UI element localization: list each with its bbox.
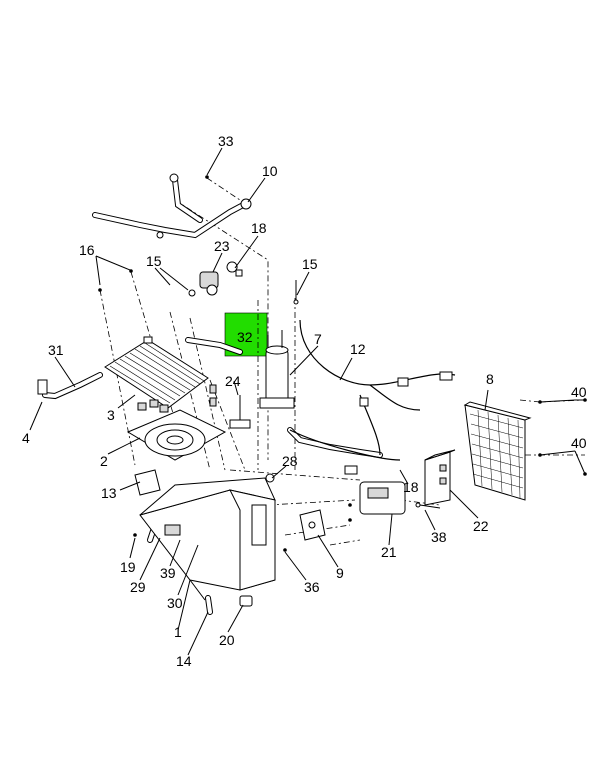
callout-32: 32 bbox=[237, 329, 253, 345]
part-2-blower bbox=[126, 399, 227, 461]
callout-40-bottom: 40 bbox=[571, 435, 587, 451]
leader-lines bbox=[29, 147, 586, 656]
callout-19: 19 bbox=[120, 559, 136, 575]
callout-24: 24 bbox=[225, 373, 241, 389]
callout-39: 39 bbox=[160, 565, 176, 581]
callout-9: 9 bbox=[336, 565, 344, 581]
part-1-housing bbox=[139, 477, 276, 601]
callout-33: 33 bbox=[218, 133, 234, 149]
part-8-grille bbox=[463, 401, 532, 501]
callout-22: 22 bbox=[473, 518, 489, 534]
callout-36: 36 bbox=[304, 579, 320, 595]
part-22-control-box bbox=[424, 449, 456, 506]
callout-12: 12 bbox=[350, 341, 366, 357]
callout-13: 13 bbox=[101, 485, 117, 501]
callout-10: 10 bbox=[262, 163, 278, 179]
callout-4: 4 bbox=[22, 430, 30, 446]
callout-29: 29 bbox=[130, 579, 146, 595]
part-38-bolt bbox=[415, 502, 441, 509]
part-23-valve bbox=[188, 271, 219, 297]
callout-3: 3 bbox=[107, 407, 115, 423]
callout-labels: 33 10 18 23 15 16 15 32 7 12 31 8 24 40 … bbox=[22, 133, 587, 669]
callout-30: 30 bbox=[167, 595, 183, 611]
callout-8: 8 bbox=[486, 371, 494, 387]
part-9-bracket bbox=[299, 509, 326, 541]
part-15-fastener bbox=[293, 280, 299, 305]
callout-14: 14 bbox=[176, 653, 192, 669]
part-13-bracket bbox=[134, 469, 161, 496]
callout-15-left: 15 bbox=[146, 253, 162, 269]
callout-21: 21 bbox=[381, 544, 397, 560]
callout-2: 2 bbox=[100, 453, 108, 469]
part-3-condenser bbox=[104, 336, 209, 409]
callout-7: 7 bbox=[314, 331, 322, 347]
callout-31: 31 bbox=[48, 342, 64, 358]
part-20-fitting bbox=[239, 595, 253, 607]
part-21-motor bbox=[359, 481, 406, 515]
part-7-receiver-drier bbox=[259, 330, 295, 409]
part-28-bolt bbox=[265, 473, 275, 483]
callout-38: 38 bbox=[431, 529, 447, 545]
callout-16: 16 bbox=[79, 242, 95, 258]
refrigerant-lines bbox=[37, 173, 383, 615]
callout-18-top: 18 bbox=[251, 220, 267, 236]
callout-15-right: 15 bbox=[302, 256, 318, 272]
callout-28: 28 bbox=[282, 453, 298, 469]
part-18-clamp bbox=[226, 261, 243, 277]
part-12-harness bbox=[289, 319, 456, 475]
callout-23: 23 bbox=[214, 238, 230, 254]
callout-40-top: 40 bbox=[571, 384, 587, 400]
callout-20: 20 bbox=[219, 632, 235, 648]
callout-18-right: 18 bbox=[403, 479, 419, 495]
part-24-sensor bbox=[209, 384, 251, 429]
callout-1: 1 bbox=[174, 624, 182, 640]
